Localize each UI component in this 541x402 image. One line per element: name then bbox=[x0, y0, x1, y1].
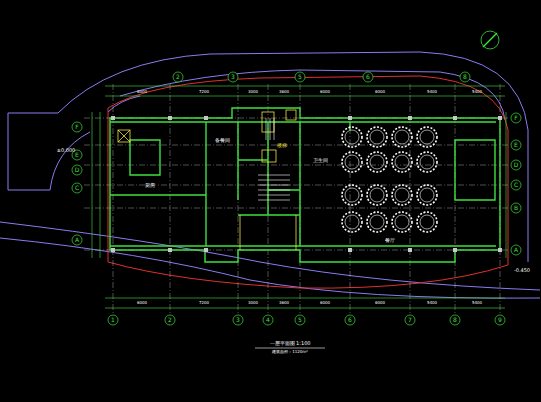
dimension: 3600 bbox=[279, 301, 289, 305]
axis-label: 4 bbox=[266, 317, 270, 323]
axis-label: 8 bbox=[463, 74, 467, 80]
axis-label: 2 bbox=[176, 74, 180, 80]
dimension: 7200 bbox=[199, 301, 209, 305]
axis-label: C bbox=[514, 182, 518, 188]
axis-label: 7 bbox=[408, 317, 412, 323]
drawing-caption: 建筑面积：1120m² bbox=[272, 350, 308, 354]
dimension: 3000 bbox=[248, 90, 258, 94]
axis-label: C bbox=[75, 185, 79, 191]
axis-label: 8 bbox=[453, 317, 457, 323]
axis-label: E bbox=[75, 152, 79, 158]
dimension: 5400 bbox=[427, 301, 437, 305]
axis-label: 6 bbox=[348, 317, 352, 323]
dimension: 6000 bbox=[320, 90, 330, 94]
room-label: 餐厅 bbox=[385, 238, 395, 243]
axis-label: 9 bbox=[498, 317, 502, 323]
drawing-title: 一层平面图 1:100 bbox=[270, 341, 311, 346]
dimension: 3600 bbox=[279, 90, 289, 94]
axis-label: D bbox=[514, 162, 519, 168]
axis-label: 6 bbox=[366, 74, 370, 80]
axis-label: 5 bbox=[298, 317, 302, 323]
dimension: 5400 bbox=[472, 301, 482, 305]
dimension: 7200 bbox=[199, 90, 209, 94]
axis-label: 5 bbox=[298, 74, 302, 80]
dimension: 5400 bbox=[472, 90, 482, 94]
room-label: -0.450 bbox=[514, 268, 530, 273]
axis-label: B bbox=[514, 205, 518, 211]
axis-label: 3 bbox=[231, 74, 235, 80]
axis-label: 3 bbox=[236, 317, 240, 323]
dimension: 3000 bbox=[248, 301, 258, 305]
axis-label: A bbox=[75, 237, 79, 243]
dimension: 6000 bbox=[137, 90, 147, 94]
dimension: 6000 bbox=[320, 301, 330, 305]
room-label: 备餐间 bbox=[215, 138, 230, 143]
axis-label: F bbox=[75, 124, 78, 130]
axis-label: 2 bbox=[168, 317, 172, 323]
dimension: 6000 bbox=[375, 90, 385, 94]
room-label: 厨房 bbox=[145, 183, 155, 188]
axis-label: A bbox=[514, 247, 518, 253]
dimension: 5400 bbox=[427, 90, 437, 94]
axis-label: E bbox=[514, 142, 518, 148]
room-label: 卫生间 bbox=[313, 158, 328, 163]
room-label: 楼梯 bbox=[277, 143, 287, 148]
axis-label: D bbox=[75, 167, 80, 173]
axis-label: F bbox=[514, 115, 517, 121]
axis-label: 1 bbox=[111, 317, 115, 323]
dimension: 6000 bbox=[137, 301, 147, 305]
room-label: ±0.000 bbox=[57, 148, 76, 153]
dimension: 6000 bbox=[375, 301, 385, 305]
